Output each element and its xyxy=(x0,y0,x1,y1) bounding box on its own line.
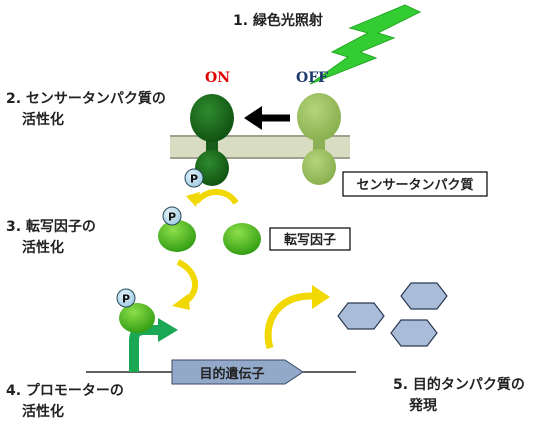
step3-label-line2: 活性化 xyxy=(22,239,64,256)
step5-label-line2: 発現 xyxy=(408,397,437,414)
step2-label-line1: 2. センサータンパク質の xyxy=(6,90,166,107)
sensor-protein-label: センサータンパク質 xyxy=(356,177,473,193)
phospho-text: P xyxy=(190,173,198,186)
protein-hexagon-3 xyxy=(390,319,438,347)
svg-text:P: P xyxy=(122,293,130,306)
sensor-protein-label-box: センサータンパク質 xyxy=(342,171,488,197)
phospho-badge-bound: P xyxy=(116,288,136,308)
step5-label-line1: 5. 目的タンパク質の xyxy=(393,376,525,393)
step4-label-line1: 4. プロモーターの xyxy=(6,383,124,399)
svg-text:P: P xyxy=(168,211,176,224)
transcription-factor-bound xyxy=(119,303,155,333)
green-light-bolt-icon xyxy=(309,4,422,85)
phospho-badge-sensor: P xyxy=(184,168,204,188)
step1-label: 1. 緑色光照射 xyxy=(233,12,323,29)
sensor-protein-inactive xyxy=(297,93,341,185)
sensor-protein-active xyxy=(190,94,234,186)
activation-arrow xyxy=(244,106,290,130)
step4-label-line2: 活性化 xyxy=(22,403,64,420)
protein-hexagon-2 xyxy=(400,282,448,310)
transcription-factor-active xyxy=(158,220,196,252)
transcription-factor-label-box: 転写因子 xyxy=(269,227,351,251)
transcription-factor-label: 転写因子 xyxy=(284,232,336,248)
tf-binding-arrow xyxy=(172,259,198,310)
on-label: ON xyxy=(205,70,230,86)
transcription-factor-inactive xyxy=(223,223,261,255)
step3-label-line1: 3. 転写因子の xyxy=(6,218,96,235)
off-label: OFF xyxy=(296,70,328,86)
target-gene-label: 目的遺伝子 xyxy=(199,366,264,382)
expression-arrow xyxy=(264,285,330,349)
phospho-badge-tf: P xyxy=(162,206,182,226)
step2-label-line2: 活性化 xyxy=(22,111,64,128)
target-gene-box: 目的遺伝子 xyxy=(171,359,304,385)
protein-hexagon-1 xyxy=(337,302,385,330)
phosphotransfer-arrow xyxy=(186,189,239,207)
